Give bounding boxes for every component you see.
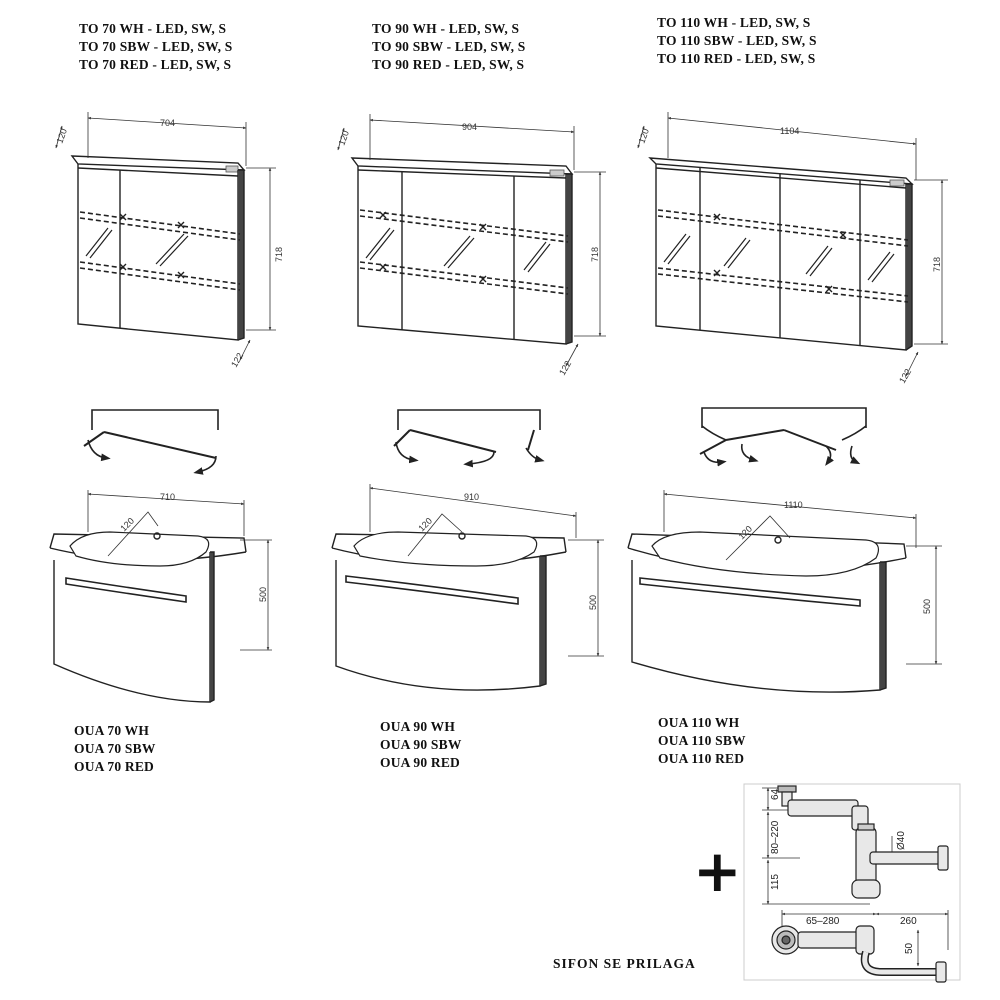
cabinet-70-dimensions <box>55 112 276 361</box>
cabinet-label-110: TO 110 WH - LED, SW, S TO 110 SBW - LED,… <box>657 14 817 68</box>
mirror-cabinet-110 <box>648 157 914 351</box>
basin-label-line: OUA 70 WH <box>74 723 150 738</box>
basin-90-dimensions <box>369 484 604 657</box>
basin-110-height: 500 <box>922 599 932 614</box>
cabinet-label-line: TO 90 RED - LED, SW, S <box>372 57 525 72</box>
cabinet-90-depth-bottom: 122 <box>557 359 573 377</box>
wash-basin-unit-90 <box>331 531 567 691</box>
wash-basin-unit-110 <box>627 531 907 693</box>
basin-70-dimensions <box>87 490 272 651</box>
cabinet-label-90: TO 90 WH - LED, SW, S TO 90 SBW - LED, S… <box>372 20 525 74</box>
siphon-drawing <box>743 783 961 983</box>
basin-70-width: 710 <box>160 492 175 502</box>
siphon-dim-115: 115 <box>770 874 781 890</box>
cabinet-label-line: TO 90 WH - LED, SW, S <box>372 21 520 36</box>
cabinet-90-width: 904 <box>462 122 477 132</box>
plus-sign: + <box>693 837 742 905</box>
mirror-cabinet-70 <box>70 155 246 341</box>
basin-70-height: 500 <box>258 587 268 602</box>
cabinet-label-line: TO 110 SBW - LED, SW, S <box>657 33 817 48</box>
door-swing-diagram-110 <box>699 407 867 467</box>
basin-label-70: OUA 70 WH OUA 70 SBW OUA 70 RED <box>74 722 156 776</box>
basin-90-height: 500 <box>588 595 598 610</box>
door-swing-diagram-70 <box>83 409 219 475</box>
cabinet-label-70: TO 70 WH - LED, SW, S TO 70 SBW - LED, S… <box>79 20 232 74</box>
basin-label-line: OUA 90 SBW <box>380 737 462 752</box>
basin-label-line: OUA 70 RED <box>74 759 155 774</box>
cabinet-70-width: 704 <box>160 118 175 128</box>
cabinet-90-dimensions <box>337 114 606 367</box>
mirror-cabinet-90 <box>350 157 574 345</box>
cabinet-90-depth-top: 120 <box>336 129 351 147</box>
cabinet-label-line: TO 110 WH - LED, SW, S <box>657 15 811 30</box>
cabinet-label-line: TO 70 RED - LED, SW, S <box>79 57 232 72</box>
basin-110-width: 1110 <box>784 500 803 510</box>
cabinet-110-dimensions <box>637 112 948 377</box>
cabinet-label-line: TO 110 RED - LED, SW, S <box>657 51 816 66</box>
siphon-dim-40: Ø40 <box>896 831 907 850</box>
siphon-dim-65-280: 65–280 <box>806 916 840 927</box>
cabinet-110-height: 718 <box>932 257 942 272</box>
cabinet-label-line: TO 90 SBW - LED, SW, S <box>372 39 526 54</box>
siphon-dim-260: 260 <box>900 916 917 927</box>
basin-label-line: OUA 90 RED <box>380 755 461 770</box>
cabinet-110-depth-bottom: 122 <box>897 367 913 385</box>
basin-label-line: OUA 110 SBW <box>658 733 746 748</box>
siphon-dim-50: 50 <box>904 942 915 954</box>
siphon-note: SIFON SE PRILAGA <box>553 956 696 971</box>
cabinet-70-height: 718 <box>274 247 284 262</box>
basin-70-radius: 120 <box>118 516 136 534</box>
basin-label-line: OUA 110 RED <box>658 751 745 766</box>
cabinet-90-height: 718 <box>590 247 600 262</box>
basin-90-width: 910 <box>464 492 479 502</box>
cabinet-70-depth-top: 120 <box>54 127 69 145</box>
basin-label-line: OUA 90 WH <box>380 719 456 734</box>
wash-basin-unit-70 <box>49 531 247 703</box>
siphon-dim-64: 64 <box>770 788 781 800</box>
basin-90-radius: 120 <box>416 516 434 534</box>
cabinet-label-line: TO 70 WH - LED, SW, S <box>79 21 227 36</box>
basin-110-dimensions <box>663 490 942 665</box>
siphon-dim-80-220: 80–220 <box>770 820 781 854</box>
basin-label-110: OUA 110 WH OUA 110 SBW OUA 110 RED <box>658 714 746 768</box>
basin-label-90: OUA 90 WH OUA 90 SBW OUA 90 RED <box>380 718 462 772</box>
cabinet-110-width: 1104 <box>780 126 799 136</box>
basin-label-line: OUA 110 WH <box>658 715 740 730</box>
cabinet-label-line: TO 70 SBW - LED, SW, S <box>79 39 233 54</box>
basin-label-line: OUA 70 SBW <box>74 741 156 756</box>
cabinet-110-depth-top: 120 <box>636 127 651 145</box>
door-swing-diagram-90 <box>393 409 545 468</box>
